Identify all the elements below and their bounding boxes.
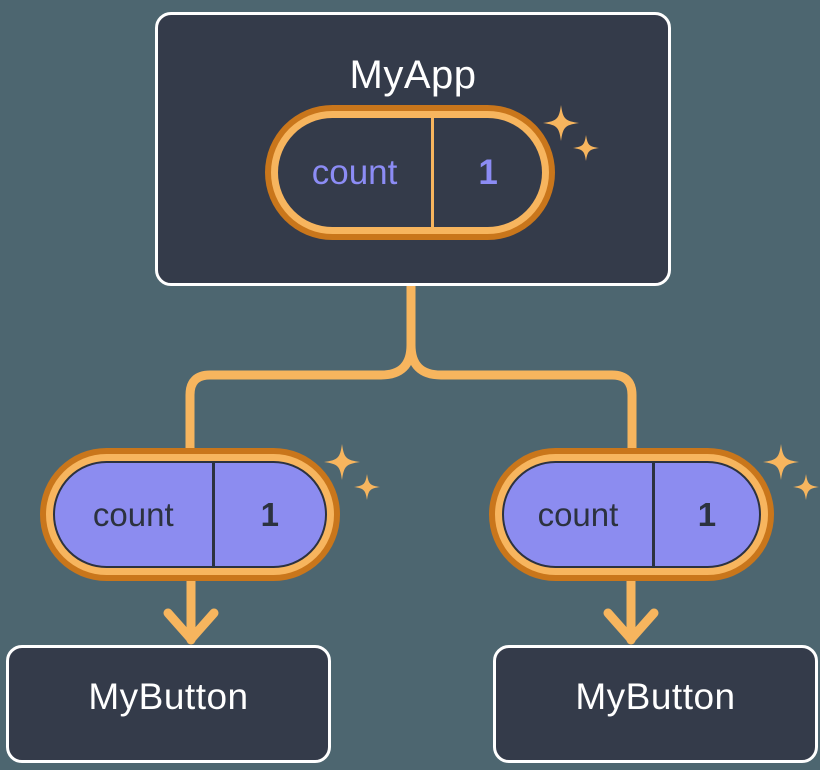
component-title-mybutton-left: MyButton [88,676,249,717]
state-pill-ring-inner: count 1 [46,454,334,575]
arrow-down-left-head [163,608,219,644]
state-pill-face: count 1 [278,118,542,227]
state-key-label: count [537,495,619,533]
state-value-label: 1 [651,463,759,566]
arrow-down-right-head [603,608,659,644]
connector-tree-path [185,281,637,475]
state-pill-face: count 1 [502,461,761,568]
state-pill-ring-outer: count 1 [265,105,555,240]
component-title-myapp: MyApp [349,53,477,97]
state-key-label: count [92,495,174,533]
component-title-mybutton-right: MyButton [575,676,736,717]
state-value-label: 1 [431,118,542,227]
state-pill-ring-inner: count 1 [495,454,768,575]
state-key-label: count [311,152,398,192]
state-pill-ring-inner: count 1 [271,111,549,234]
state-pill-face: count 1 [53,461,327,568]
component-card-mybutton-right[interactable]: MyButton [493,645,818,763]
state-pill-ring-outer: count 1 [40,448,340,581]
component-card-mybutton-left[interactable]: MyButton [6,645,331,763]
state-value-label: 1 [211,463,325,566]
state-pill-ring-outer: count 1 [489,448,774,581]
